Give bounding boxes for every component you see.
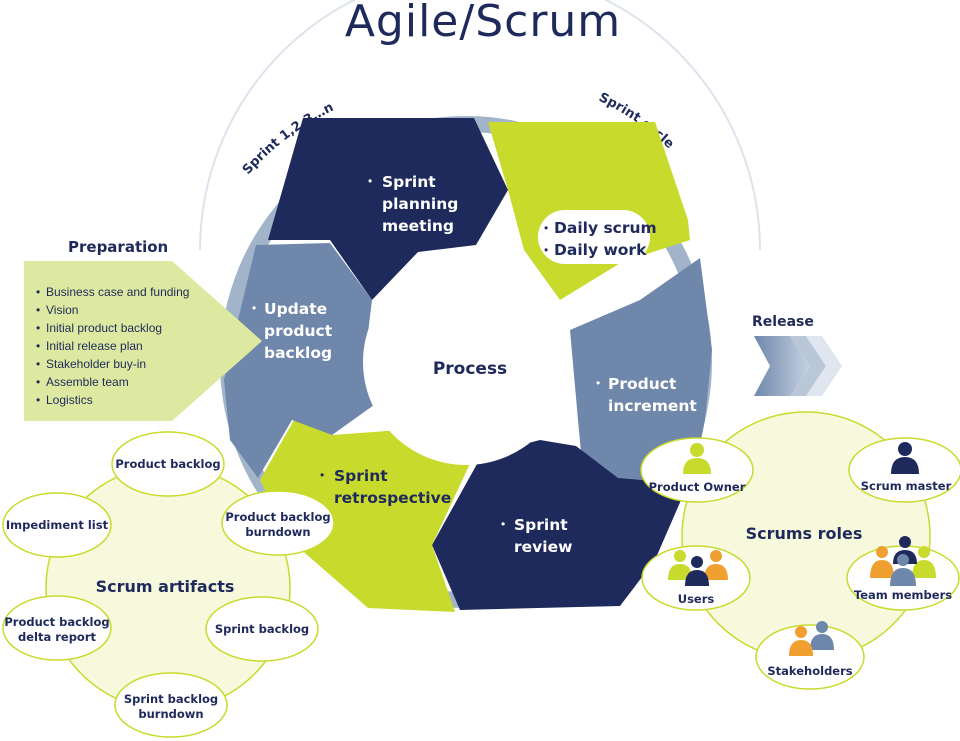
bullet: • [544,221,548,235]
bullet: • [252,301,256,315]
artifact-sprint-backlog-label: Sprint backlog [215,622,309,636]
backlog-line-3: backlog [264,344,332,362]
artifact-product-backlog-label: Product backlog [115,457,220,471]
artifacts-heading: Scrum artifacts [96,577,235,596]
release-label: Release [752,314,814,330]
prep-item-1: Vision [46,303,78,317]
artifact-product-backlog [111,431,225,497]
artifact-sprint-burndown-label-2: burndown [138,707,203,721]
page-title: Agile/Scrum [345,0,621,47]
backlog-line-1: Update [264,300,327,318]
increment-line-1: Product [608,375,677,393]
role-team-members-label: Team members [854,588,952,602]
role-stakeholders-label: Stakeholders [767,664,852,678]
outer-arc [199,0,761,251]
preparation-list: • Business case and funding • Vision • I… [36,285,189,407]
bullet: • [596,376,600,390]
daily-scrum-pill [538,210,650,264]
segment-product-increment [570,258,712,484]
prep-item-bullet: • [36,303,40,317]
retrospective-line-2: retrospective [334,489,451,507]
role-stakeholders [755,624,865,690]
artifact-delta-report [2,595,112,661]
planning-line-1: Sprint [382,173,436,191]
product-owner-icon [683,443,711,474]
prep-item-bullet: • [36,357,40,371]
backlog-line-2: product [264,322,333,340]
artifact-impediment-label: Impediment list [6,518,109,532]
prep-item-5: Assemble team [46,375,129,389]
prep-item-bullet: • [36,339,40,353]
planning-line-3: meeting [382,217,454,235]
bullet: • [320,468,324,482]
prep-item-4: Stakeholder buy-in [46,357,146,371]
review-line-1: Sprint [514,516,568,534]
artifact-sprint-burndown [114,672,228,738]
center-process-label: Process [433,359,507,379]
artifact-burndown-label-1: Product backlog [225,510,330,524]
daily-line-2: Daily work [554,241,647,259]
users-icon [668,550,728,586]
artifact-burndown-label-2: burndown [245,525,310,539]
artifact-burndown [221,490,335,556]
roles-heading: Scrums roles [746,524,863,543]
segment-update-backlog [224,243,374,478]
prep-item-bullet: • [36,285,40,299]
increment-line-2: increment [608,397,697,415]
prep-item-0: Business case and funding [46,285,189,299]
prep-item-bullet: • [36,393,40,407]
retrospective-line-1: Sprint [334,467,388,485]
scrum-master-icon [891,442,919,474]
prep-item-bullet: • [36,321,40,335]
stakeholders-icon [789,621,834,656]
team-members-icon [870,536,936,586]
artifact-impediment-list [2,492,112,558]
role-scrum-master-label: Scrum master [861,479,952,493]
bullet: • [368,174,372,188]
preparation-heading: Preparation [68,238,168,256]
segment-sprint-planning [268,118,508,300]
bullet: • [501,517,505,531]
review-line-2: review [514,538,572,556]
bullet: • [544,243,548,257]
release-arrow [754,336,842,396]
artifact-sprint-burndown-label-1: Sprint backlog [124,692,218,706]
role-users-label: Users [678,592,715,606]
prep-item-2: Initial product backlog [46,321,162,335]
segment-sprint-retrospective [260,420,474,612]
segment-sprint-review [432,440,688,610]
daily-line-1: Daily scrum [554,219,657,237]
artifact-sprint-backlog [205,596,319,662]
prep-item-bullet: • [36,375,40,389]
prep-item-3: Initial release plan [46,339,143,353]
role-product-owner-label: Product Owner [649,480,746,494]
artifact-delta-label-2: delta report [18,630,97,644]
prep-item-6: Logistics [46,393,93,407]
preparation-arrow [24,261,262,421]
artifact-delta-label-1: Product backlog [4,615,109,629]
center-hub [363,259,569,465]
planning-line-2: planning [382,195,458,213]
